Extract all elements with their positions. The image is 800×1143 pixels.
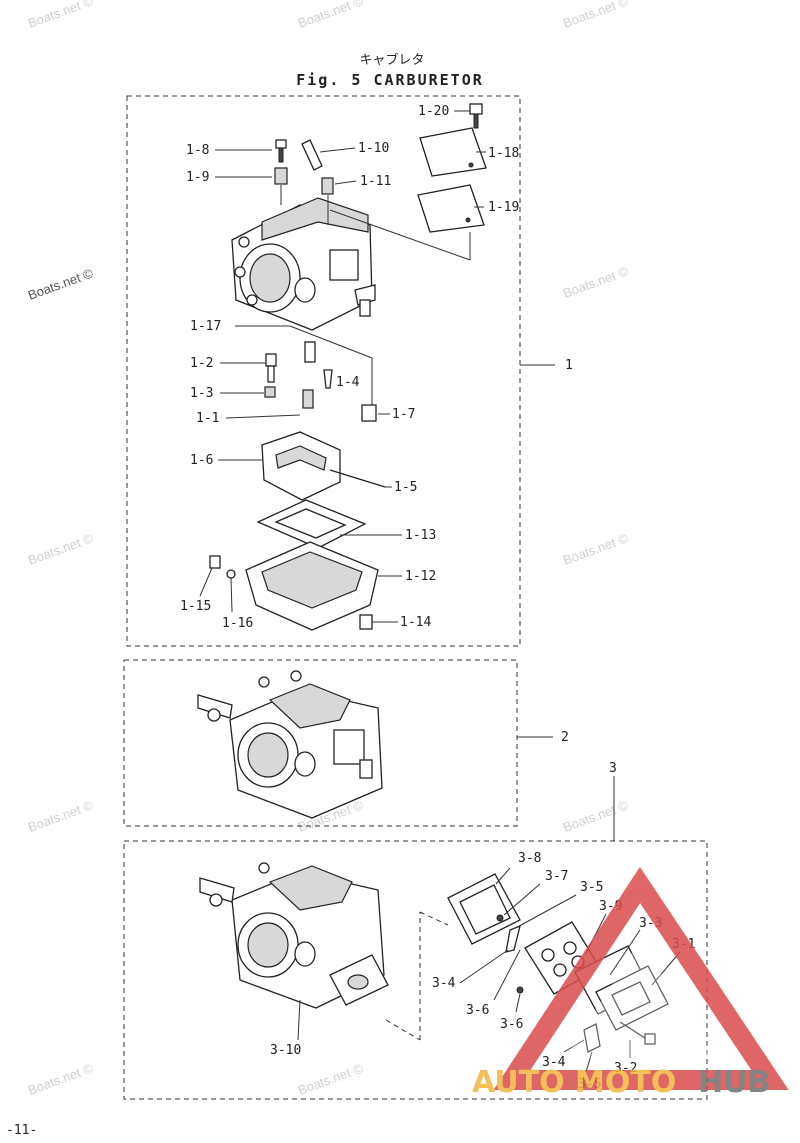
- callout-1-4: 1-4: [336, 375, 360, 390]
- callout-1-8: 1-8: [186, 143, 209, 158]
- callout-1-5: 1-5: [394, 480, 417, 495]
- watermark: Boats.net ©: [296, 1060, 366, 1098]
- callout-3-10: 3-10: [270, 1043, 301, 1058]
- watermark: Boats.net ©: [26, 797, 96, 835]
- callout-1-2: 1-2: [190, 356, 213, 371]
- watermark: Boats.net ©: [26, 0, 96, 31]
- callout-3-4: 3-4: [542, 1055, 566, 1070]
- group-label-1: 1: [565, 358, 573, 373]
- callout-1-16: 1-16: [222, 616, 253, 631]
- autmotohub-logo: AUTO MOTO HUB: [472, 866, 789, 1100]
- callout-1-11: 1-11: [360, 174, 391, 189]
- callout-1-14: 1-14: [400, 615, 431, 630]
- callout-3-7: 3-7: [545, 869, 568, 884]
- callout-3-6: 3-6: [500, 1017, 523, 1032]
- watermark: Boats.net ©: [561, 263, 631, 301]
- group-box-1: [126, 95, 521, 647]
- callout-3-6: 3-6: [466, 1003, 489, 1018]
- page-number: -11-: [6, 1123, 37, 1138]
- watermark: Boats.net ©: [561, 0, 631, 31]
- watermark: Boats.net ©: [26, 1060, 96, 1098]
- group-label-2: 2: [561, 730, 569, 745]
- callout-3-5: 3-5: [580, 880, 603, 895]
- logo-text-hub: HUB: [698, 1065, 770, 1100]
- watermark: Boats.net ©: [561, 797, 631, 835]
- group-box-2: [123, 659, 518, 827]
- carburetor-body-1: [231, 197, 376, 331]
- callout-3-4: 3-4: [432, 976, 456, 991]
- carburetor-assembly-2: [197, 670, 383, 819]
- callout-1-9: 1-9: [186, 170, 209, 185]
- callout-1-12: 1-12: [405, 569, 436, 584]
- callout-3-8: 3-8: [518, 851, 541, 866]
- logo-text-moto: MOTO: [575, 1065, 676, 1100]
- callout-1-17: 1-17: [190, 319, 221, 334]
- title-english: Fig. 5 CARBURETOR: [296, 71, 484, 89]
- callout-1-20: 1-20: [418, 104, 449, 119]
- watermark: Boats.net ©: [561, 530, 631, 568]
- title-japanese: キャブレタ: [359, 52, 424, 68]
- callout-1-10: 1-10: [358, 141, 389, 156]
- watermark: Boats.net ©: [296, 0, 366, 31]
- callout-1-6: 1-6: [190, 453, 213, 468]
- callout-1-15: 1-15: [180, 599, 211, 614]
- callout-1-19: 1-19: [488, 200, 519, 215]
- callout-1-7: 1-7: [392, 407, 415, 422]
- logo-text-auto: AUTO: [472, 1065, 565, 1100]
- callout-1-1: 1-1: [196, 411, 219, 426]
- watermark: Boats.net ©: [26, 530, 96, 568]
- callout-1-18: 1-18: [488, 146, 519, 161]
- group-label-3: 3: [609, 761, 617, 776]
- callout-1-3: 1-3: [190, 386, 213, 401]
- watermark: Boats.net ©: [26, 265, 96, 303]
- callout-1-13: 1-13: [405, 528, 436, 543]
